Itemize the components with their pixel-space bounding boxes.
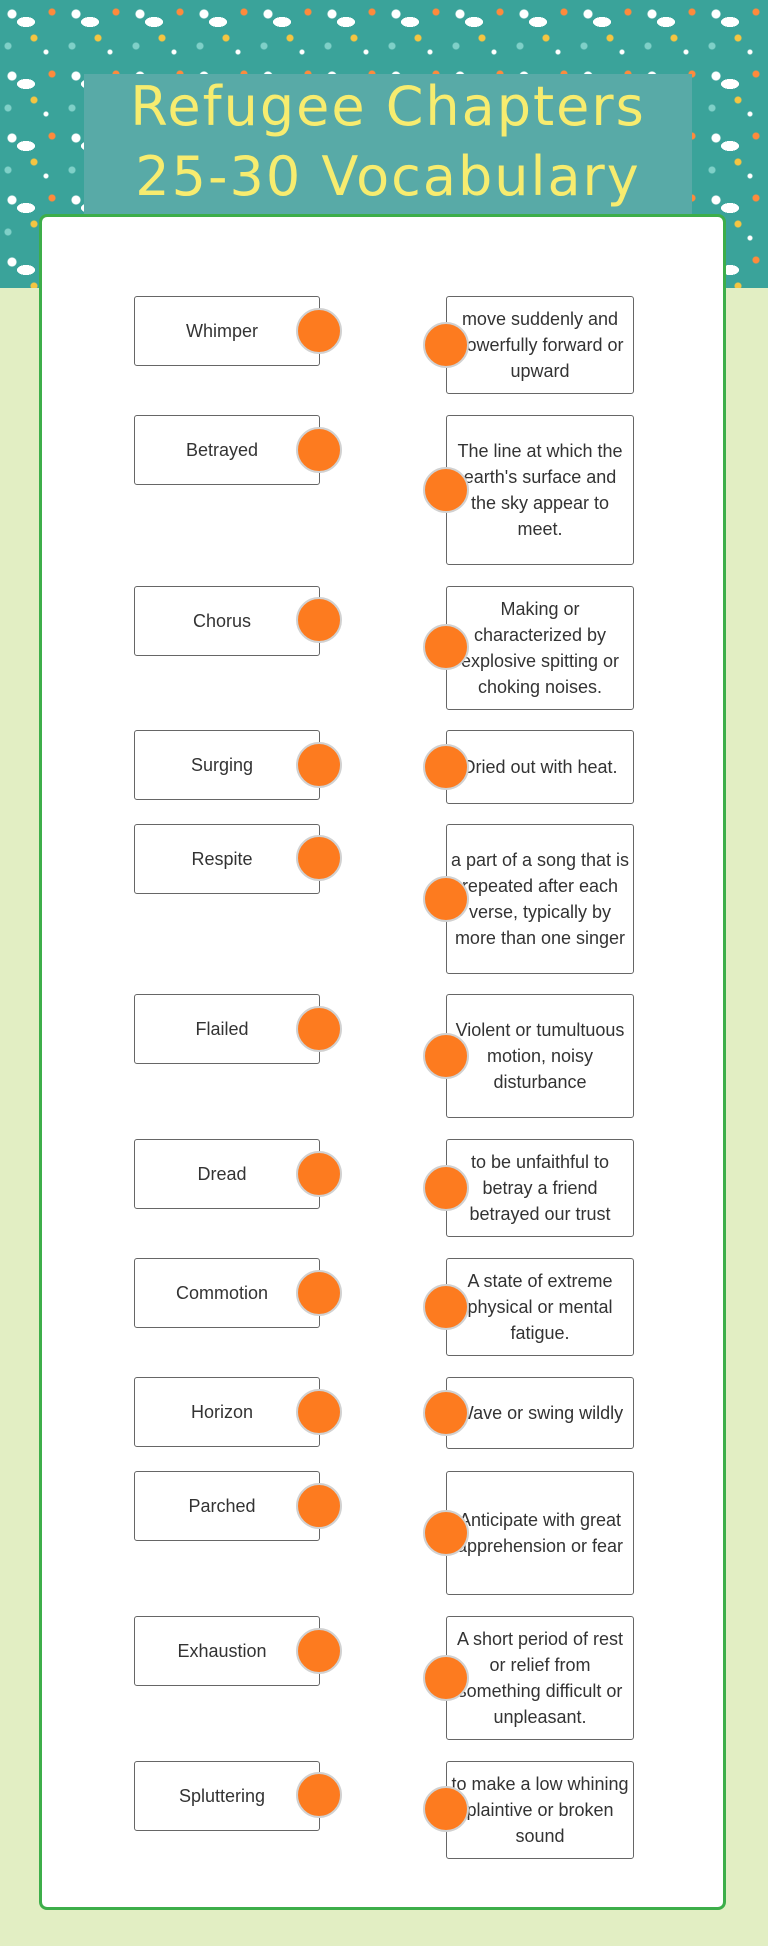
definition-match-dot[interactable]	[423, 1655, 469, 1701]
definition-box[interactable]: Wave or swing wildly	[446, 1377, 634, 1449]
term-match-dot[interactable]	[296, 1483, 342, 1529]
term-box[interactable]: Dread	[134, 1139, 320, 1209]
definition-box[interactable]: Anticipate with great apprehension or fe…	[446, 1471, 634, 1595]
definition-text: Making or characterized by explosive spi…	[460, 599, 620, 697]
definition-text: to be unfaithful to betray a friend betr…	[469, 1152, 611, 1224]
term-box[interactable]: Parched	[134, 1471, 320, 1541]
term-match-dot[interactable]	[296, 742, 342, 788]
term-box[interactable]: Whimper	[134, 296, 320, 366]
term-label: Respite	[191, 848, 253, 869]
term-label: Horizon	[190, 1401, 254, 1422]
definition-box[interactable]: to be unfaithful to betray a friend betr…	[446, 1139, 634, 1237]
definition-match-dot[interactable]	[423, 1390, 469, 1436]
definition-text: Wave or swing wildly	[456, 1403, 624, 1423]
term-label: Exhaustion	[177, 1640, 267, 1661]
definition-box[interactable]: Violent or tumultuous motion, noisy dist…	[446, 994, 634, 1118]
term-match-dot[interactable]	[296, 1772, 342, 1818]
definition-box[interactable]: Dried out with heat.	[446, 730, 634, 804]
term-label: Flailed	[195, 1018, 249, 1039]
definition-match-dot[interactable]	[423, 744, 469, 790]
definition-match-dot[interactable]	[423, 322, 469, 368]
definition-match-dot[interactable]	[423, 1284, 469, 1330]
term-box[interactable]: Horizon	[134, 1377, 320, 1447]
term-match-dot[interactable]	[296, 597, 342, 643]
definition-match-dot[interactable]	[423, 876, 469, 922]
term-box[interactable]: Spluttering	[134, 1761, 320, 1831]
definition-match-dot[interactable]	[423, 1786, 469, 1832]
definition-text: move suddenly and powerfully forward or …	[456, 309, 624, 381]
definition-match-dot[interactable]	[423, 467, 469, 513]
term-match-dot[interactable]	[296, 1006, 342, 1052]
term-label: Chorus	[192, 610, 252, 631]
term-match-dot[interactable]	[296, 427, 342, 473]
term-box[interactable]: Flailed	[134, 994, 320, 1064]
term-match-dot[interactable]	[296, 1270, 342, 1316]
term-box[interactable]: Betrayed	[134, 415, 320, 485]
definition-match-dot[interactable]	[423, 624, 469, 670]
definition-box[interactable]: A short period of rest or relief from so…	[446, 1616, 634, 1740]
definition-box[interactable]: The line at which the earth's surface an…	[446, 415, 634, 565]
definition-match-dot[interactable]	[423, 1165, 469, 1211]
term-label: Parched	[188, 1495, 256, 1516]
term-label: Betrayed	[185, 439, 259, 460]
definition-box[interactable]: A state of extreme physical or mental fa…	[446, 1258, 634, 1356]
definition-text: A state of extreme physical or mental fa…	[467, 1271, 613, 1343]
definition-box[interactable]: a part of a song that is repeated after …	[446, 824, 634, 974]
term-label: Surging	[190, 754, 254, 775]
term-box[interactable]: Exhaustion	[134, 1616, 320, 1686]
term-box[interactable]: Chorus	[134, 586, 320, 656]
term-label: Dread	[197, 1163, 247, 1184]
definition-text: Anticipate with great apprehension or fe…	[456, 1510, 624, 1556]
definition-text: to make a low whining plaintive or broke…	[451, 1774, 629, 1846]
term-match-dot[interactable]	[296, 1628, 342, 1674]
term-box[interactable]: Respite	[134, 824, 320, 894]
definition-text: Dried out with heat.	[462, 757, 618, 777]
term-match-dot[interactable]	[296, 835, 342, 881]
title-banner	[84, 74, 692, 224]
term-box[interactable]: Commotion	[134, 1258, 320, 1328]
definition-text: A short period of rest or relief from so…	[456, 1629, 624, 1727]
term-match-dot[interactable]	[296, 1151, 342, 1197]
term-label: Spluttering	[178, 1785, 266, 1806]
definition-match-dot[interactable]	[423, 1510, 469, 1556]
definition-text: Violent or tumultuous motion, noisy dist…	[455, 1020, 625, 1092]
page-title: Refugee Chapters 25-30 Vocabulary	[130, 75, 646, 208]
definition-text: a part of a song that is repeated after …	[450, 850, 630, 948]
term-box[interactable]: Surging	[134, 730, 320, 800]
definition-box[interactable]: to make a low whining plaintive or broke…	[446, 1761, 634, 1859]
definition-box[interactable]: Making or characterized by explosive spi…	[446, 586, 634, 710]
definition-text: The line at which the earth's surface an…	[457, 441, 623, 539]
term-label: Whimper	[185, 320, 258, 341]
term-match-dot[interactable]	[296, 308, 342, 354]
definition-match-dot[interactable]	[423, 1033, 469, 1079]
definition-box[interactable]: move suddenly and powerfully forward or …	[446, 296, 634, 394]
term-match-dot[interactable]	[296, 1389, 342, 1435]
term-label: Commotion	[175, 1282, 269, 1303]
